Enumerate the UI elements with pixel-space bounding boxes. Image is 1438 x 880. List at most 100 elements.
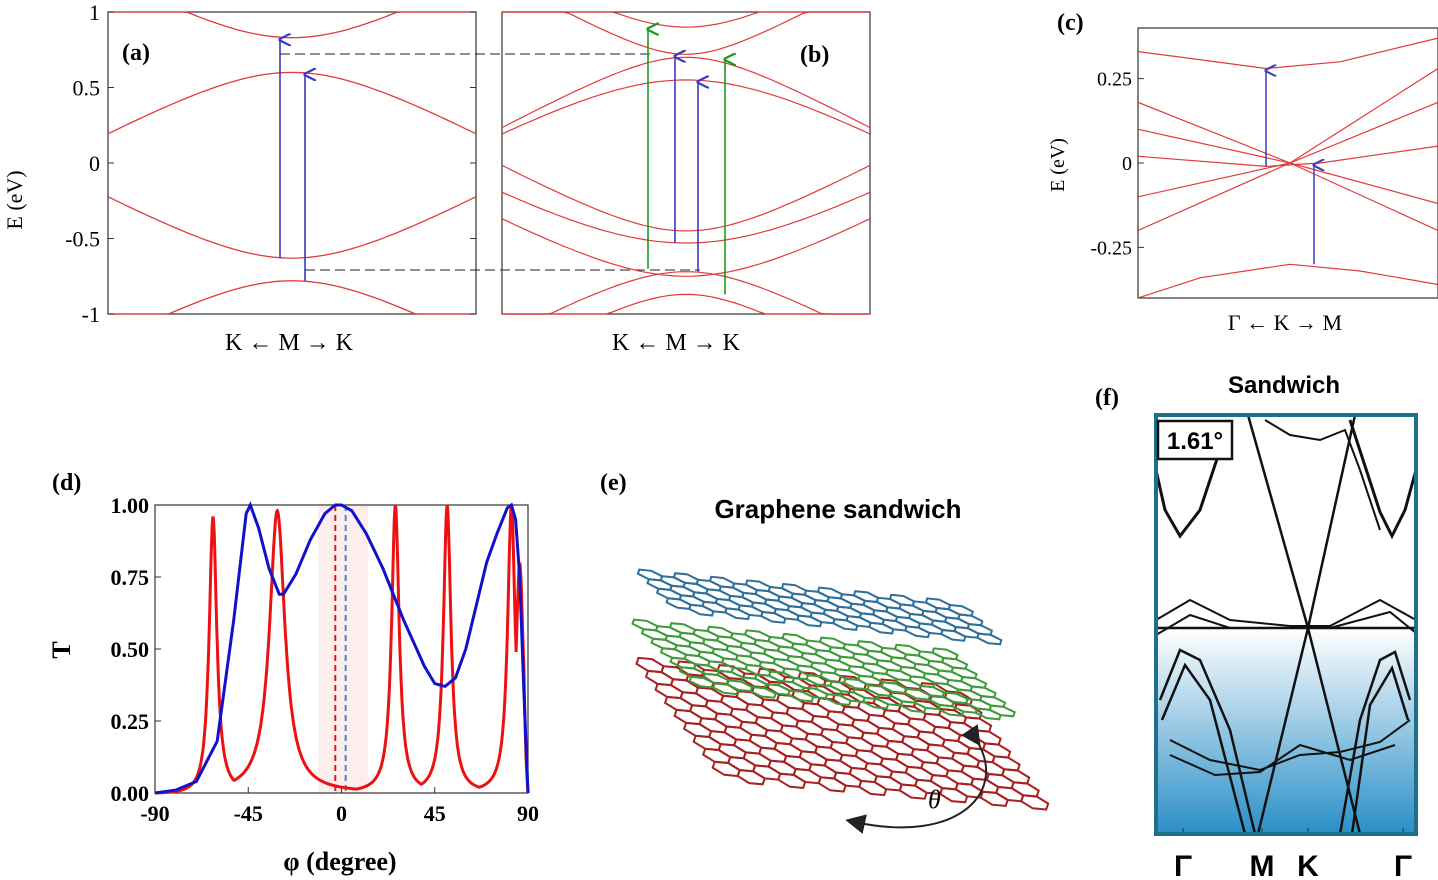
hexagon (925, 743, 956, 760)
panel-a-arrows (280, 40, 305, 281)
hexagon (881, 709, 912, 726)
panel-f-label: (f) (1095, 385, 1119, 411)
hexagon (1019, 794, 1050, 811)
hexagon (888, 770, 919, 787)
band-3 (108, 280, 476, 315)
hexagon (654, 682, 684, 700)
hexagon (665, 597, 692, 610)
hexagon (832, 771, 863, 788)
hexagon (962, 716, 993, 733)
hexagon (735, 690, 765, 707)
hexagon (881, 618, 908, 632)
band-0 (502, 11, 870, 28)
hexagon (873, 775, 903, 792)
hexagon (713, 712, 744, 729)
hexagon (910, 748, 940, 765)
graphene-layer-middle (631, 618, 1016, 721)
band-1 (107, 71, 477, 135)
hexagon (979, 790, 1009, 807)
hexagon (935, 756, 965, 773)
ytick-label: 0.00 (111, 781, 150, 806)
hexagon (879, 757, 909, 774)
graphene-layer-bottom (635, 656, 1050, 811)
hexagon (688, 675, 716, 689)
hexagon (950, 751, 981, 768)
upper-band-3 (1264, 419, 1381, 531)
panel-d-ylabel: T (47, 641, 76, 658)
flat-band-3 (1155, 610, 1417, 636)
series-red-curve (155, 504, 530, 795)
ytick-label: -0.25 (1090, 237, 1132, 259)
panel-c-yticks: 0.250-0.25 (1090, 69, 1144, 259)
hexagon (860, 731, 890, 748)
panel-a-label: (a) (122, 40, 150, 66)
ytick-label: -1 (82, 302, 100, 327)
hexagon (698, 717, 728, 734)
band-8 (502, 293, 870, 315)
hexagon (773, 741, 803, 759)
hexagon (916, 730, 946, 747)
panel-c-ylabel: E (eV) (1047, 138, 1069, 192)
panel-f-fill (1156, 628, 1416, 834)
panel-b: (b) K ← M → K (501, 11, 871, 356)
panel-a-yticks: 10.50-0.5-1 (65, 0, 476, 327)
hexagon (673, 708, 703, 726)
xtick-label: 0 (336, 801, 347, 826)
hexagon (644, 669, 675, 687)
hexagon (719, 694, 750, 712)
hexagon (776, 772, 807, 789)
xtick-label: M (1250, 850, 1275, 880)
hexagon (841, 705, 871, 722)
hexagon (838, 753, 869, 771)
hexagon (792, 767, 822, 785)
panel-c-bands (1137, 37, 1438, 299)
hexagon (800, 701, 831, 719)
hexagon (751, 764, 782, 781)
hexagon (769, 711, 800, 728)
panel-b-arrows (648, 29, 725, 295)
hexagon (704, 699, 734, 716)
band-lower (1137, 263, 1438, 299)
angle-annotation: 1.61° (1167, 428, 1223, 455)
panel-d-shade (318, 505, 368, 793)
hexagon (707, 730, 738, 747)
hexagon (829, 740, 859, 758)
hexagon (941, 738, 971, 756)
panel-a-bands (107, 11, 477, 315)
xtick-label: 90 (517, 801, 539, 826)
hexagon (835, 723, 865, 740)
hexagon (1000, 768, 1031, 785)
panel-c-arrows (1266, 71, 1314, 265)
ytick-label: 0.25 (111, 709, 150, 734)
band-0 (108, 11, 476, 39)
hexagon (711, 760, 741, 778)
band-2 (107, 196, 477, 259)
hexagon (788, 737, 819, 754)
hexagon (976, 759, 1006, 777)
hexagon (844, 736, 875, 753)
panel-e-title: Graphene sandwich (714, 494, 961, 524)
hexagon (850, 718, 881, 735)
hexagon (866, 713, 896, 731)
hexagon (947, 721, 977, 738)
flat-band-2 (1155, 598, 1417, 627)
band-3 (501, 79, 871, 135)
hexagon (779, 724, 809, 741)
hexagon (773, 607, 800, 621)
series-blue-curve (154, 501, 530, 795)
hexagon (814, 745, 844, 762)
panel-a: 10.50-0.5-1 (a) E (eV) K ← M → K (2, 0, 477, 356)
graphene-layer-top (636, 568, 1003, 646)
hexagon (854, 749, 884, 766)
hexagon (913, 697, 941, 711)
hexagon (726, 756, 757, 773)
hexagon (782, 754, 813, 772)
cone-2 (1137, 67, 1438, 232)
hexagon (692, 734, 722, 752)
xtick-label: 45 (424, 801, 446, 826)
hexagon (760, 698, 790, 715)
panel-a-xlabel: K ← M → K (225, 330, 354, 356)
xtick-label: -90 (140, 801, 169, 826)
